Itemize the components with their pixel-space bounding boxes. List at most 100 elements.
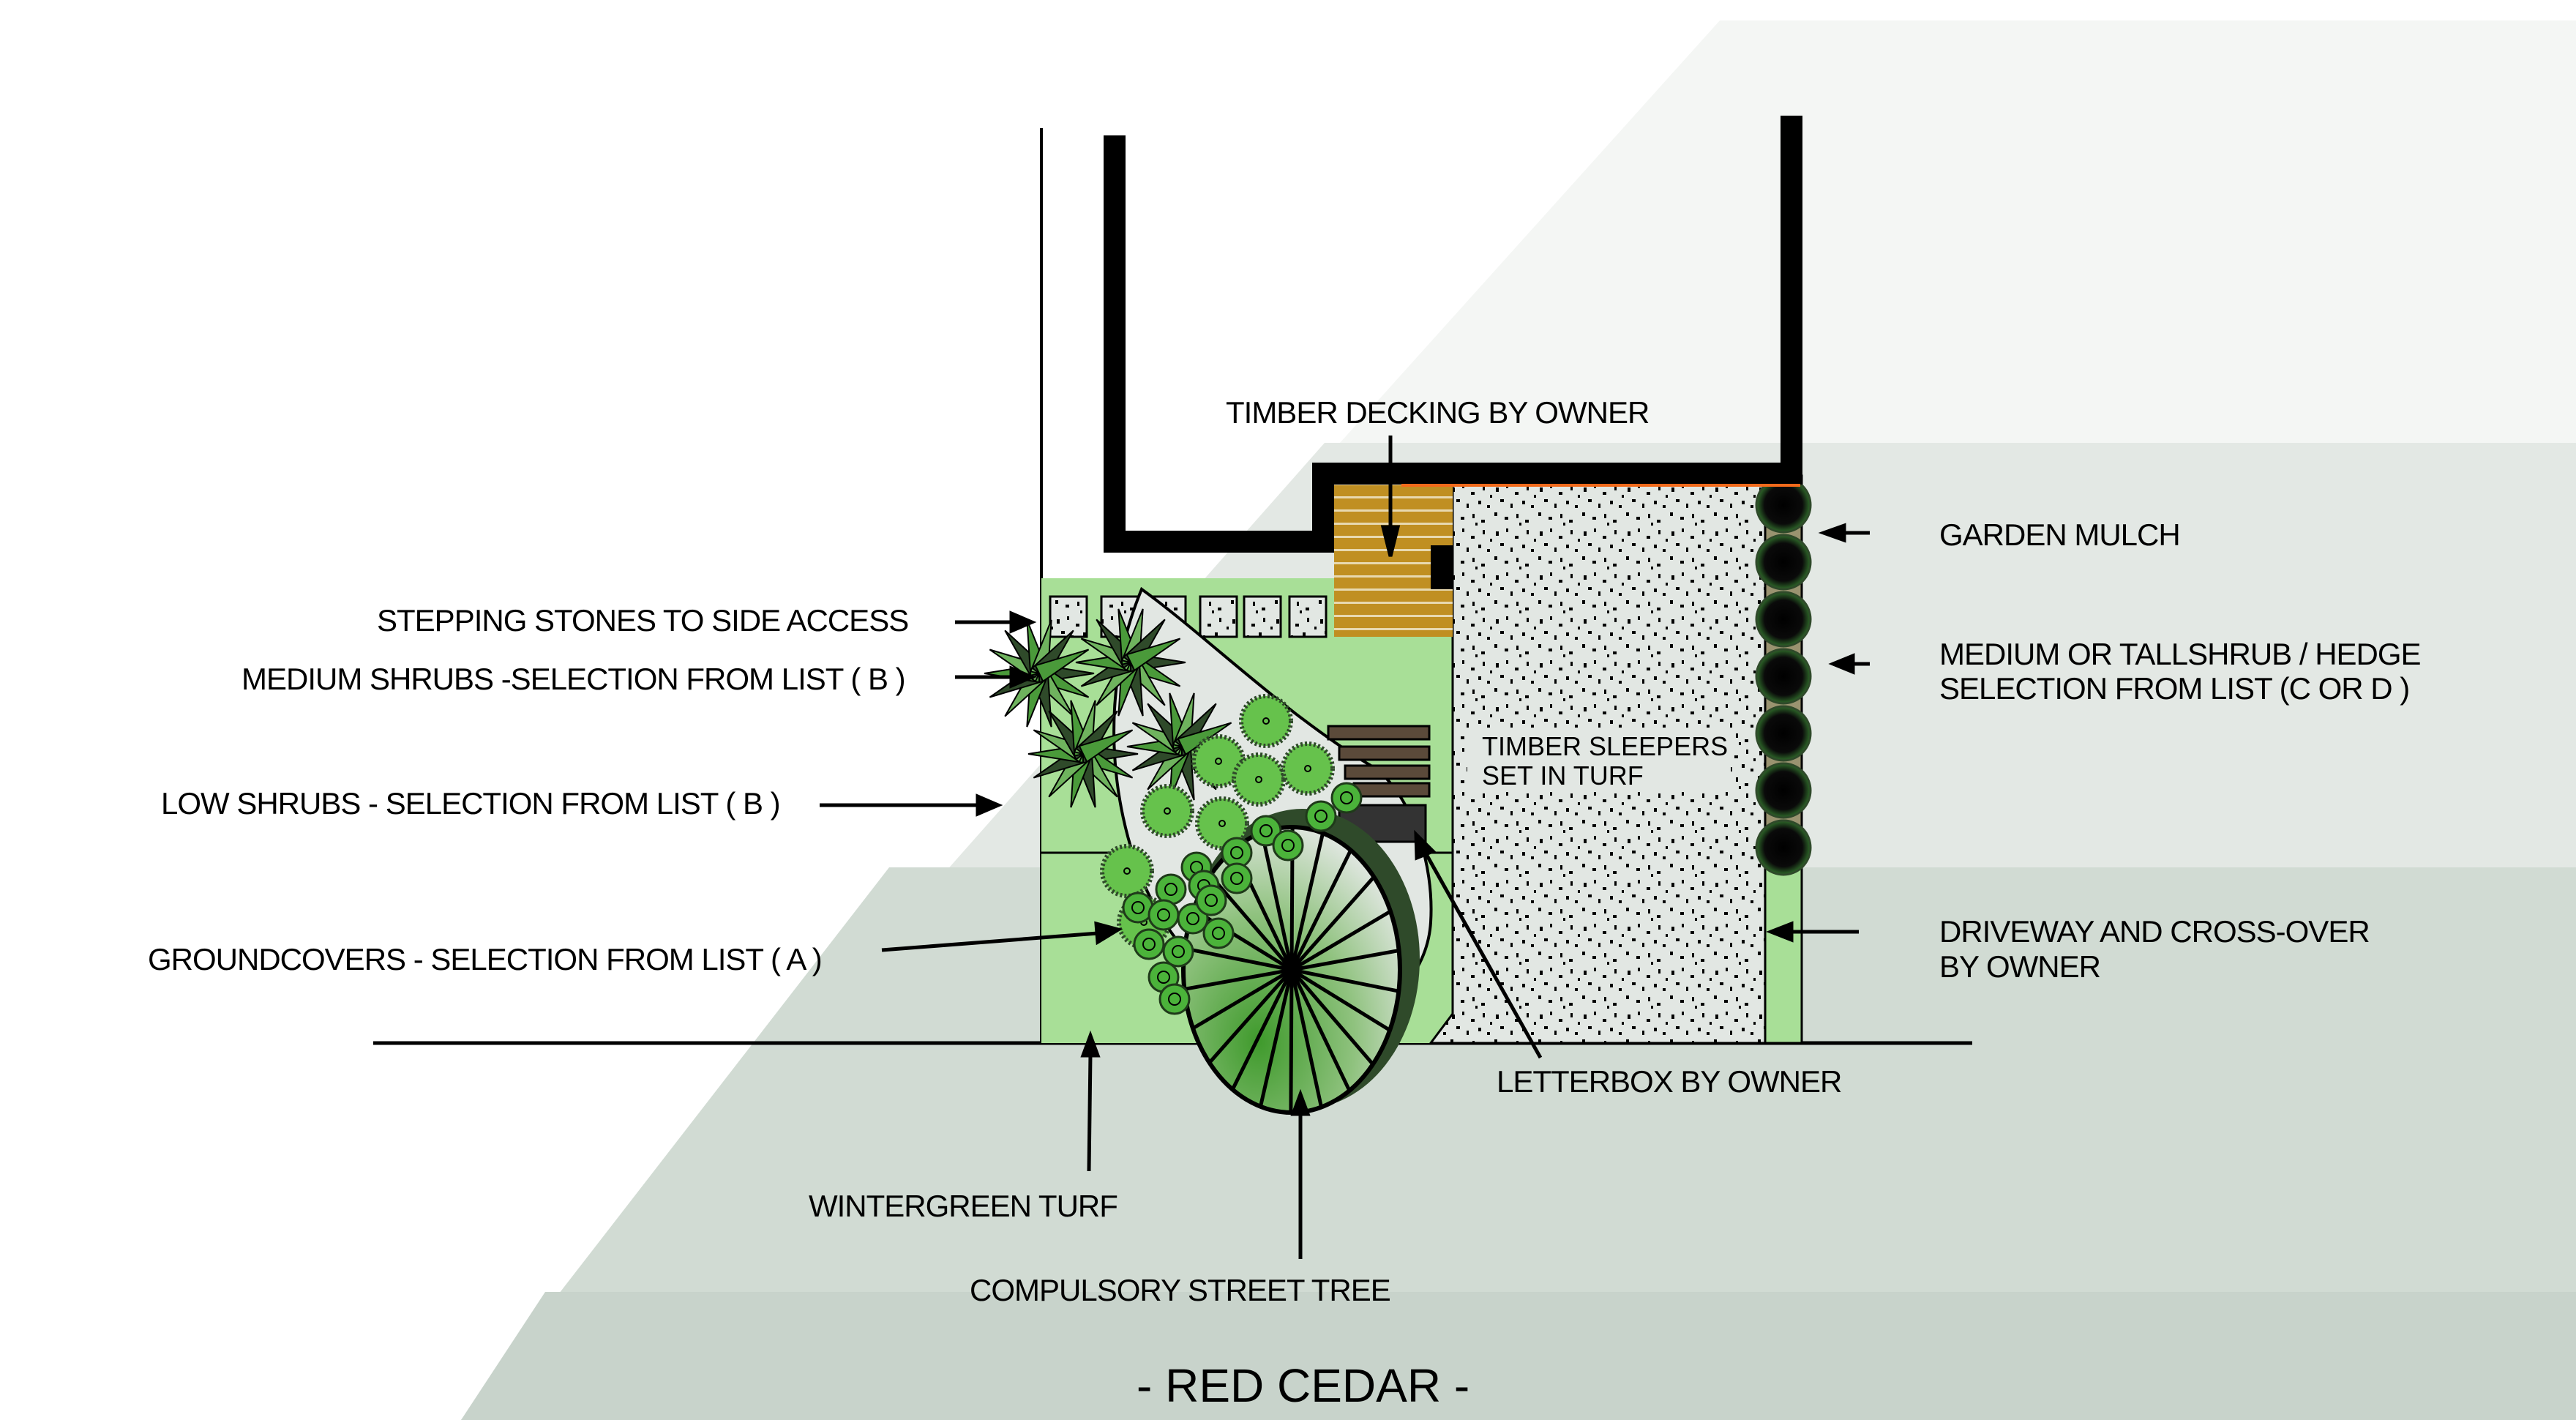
tree-branch: [1290, 968, 1374, 1065]
label-hedge-line2: SELECTION FROM LIST (C OR D ): [1939, 671, 2409, 706]
groundcover-centre: [1281, 839, 1295, 852]
leader-groundcovers: [881, 931, 1098, 952]
groundcover-centre: [1314, 810, 1328, 823]
tree-branch: [1259, 969, 1294, 1106]
arrowhead: [1766, 921, 1794, 943]
groundcover: [1133, 928, 1165, 960]
groundcover: [1330, 782, 1363, 814]
hedge-plant: [1755, 591, 1812, 648]
low-shrub: [1195, 796, 1249, 851]
tree-branch: [1289, 969, 1294, 1112]
groundcover-canopy: [1158, 983, 1191, 1015]
tree-branch: [1291, 949, 1399, 972]
label-timber-sleepers-line1: TIMBER SLEEPERS: [1482, 731, 1728, 761]
stepping-stone: [1049, 595, 1088, 638]
hedge-plant: [1755, 534, 1812, 591]
tree-branch: [1290, 910, 1390, 972]
label-letterbox: LETTERBOX BY OWNER: [1497, 1064, 1841, 1099]
groundcover: [1305, 800, 1337, 832]
label-hedge-line1: MEDIUM OR TALLSHRUB / HEDGE: [1939, 637, 2421, 671]
groundcover-centre: [1186, 912, 1199, 925]
timber-sleeper: [1352, 782, 1431, 798]
groundcover-centre: [1157, 971, 1170, 984]
low-shrub: [1100, 844, 1154, 898]
low-shrub-centre: [1164, 807, 1171, 815]
arrowhead: [1080, 1030, 1101, 1058]
groundcover: [1202, 917, 1235, 949]
groundcover-canopy: [1162, 935, 1194, 968]
label-timber-decking: TIMBER DECKING BY OWNER: [1226, 395, 1649, 430]
label-timber-sleepers-line2: SET IN TURF: [1482, 761, 1644, 791]
label-garden-mulch: GARDEN MULCH: [1939, 517, 2180, 552]
tree-branch: [1289, 968, 1351, 1091]
timber-sleeper: [1344, 764, 1431, 780]
hedge-plant-canopy: [1755, 819, 1812, 876]
tree-branch: [1289, 969, 1323, 1107]
low-shrub-canopy: [1239, 694, 1293, 748]
low-shrub-canopy: [1232, 752, 1286, 807]
low-shrubs: [1100, 694, 1335, 949]
groundcover-canopy: [1305, 800, 1337, 832]
groundcover-centre: [1230, 846, 1243, 859]
label-stepping-stones: STEPPING STONES TO SIDE ACCESS: [377, 603, 908, 638]
tree-branch: [1290, 877, 1374, 971]
stepping-stones: [1049, 595, 1328, 638]
label-medium-shrubs: MEDIUM SHRUBS -SELECTION FROM LIST ( B ): [242, 662, 905, 696]
groundcover-centre: [1142, 938, 1156, 951]
tree-branch: [1210, 875, 1293, 971]
medium-shrub: [1075, 608, 1186, 717]
tree-branch: [1231, 968, 1294, 1089]
low-shrub-centre: [1123, 867, 1131, 875]
hedge-plant-canopy: [1755, 705, 1812, 762]
groundcover-centre: [1230, 872, 1243, 885]
groundcover-centre: [1340, 791, 1353, 804]
low-shrub: [1232, 752, 1286, 807]
groundcover-centre: [1131, 901, 1145, 914]
shrub-leaf: [1034, 649, 1090, 683]
low-shrub-centre: [1304, 765, 1311, 772]
hedge-plant-canopy: [1755, 534, 1812, 591]
low-shrub: [1281, 741, 1335, 796]
arrowhead: [1290, 1088, 1311, 1116]
groundcover-centre: [1259, 824, 1273, 837]
tree-branch: [1186, 946, 1292, 972]
groundcover: [1195, 884, 1227, 916]
low-shrub-centre: [1255, 776, 1262, 783]
low-shrub-canopy: [1100, 844, 1154, 898]
drawing-title: - RED CEDAR -: [1137, 1359, 1469, 1412]
groundcover: [1158, 983, 1191, 1015]
groundcover-centre: [1212, 927, 1225, 940]
groundcover-canopy: [1250, 815, 1282, 847]
hedge-plant-canopy: [1755, 648, 1812, 705]
arrowhead: [1009, 665, 1037, 689]
step-block: [1431, 545, 1453, 589]
arrowhead: [1009, 610, 1037, 634]
groundcover-canopy: [1202, 917, 1235, 949]
groundcover-centre: [1168, 993, 1181, 1006]
tree-branch: [1185, 968, 1292, 991]
label-driveway-line2: BY OWNER: [1939, 949, 2100, 984]
groundcover-canopy: [1272, 829, 1304, 862]
tree-branch: [1289, 834, 1325, 971]
hedge-plant-canopy: [1755, 591, 1812, 648]
tree-branch: [1209, 968, 1293, 1063]
arrowhead: [1094, 921, 1123, 946]
groundcover-centre: [1172, 945, 1185, 958]
arrowhead: [1818, 523, 1846, 543]
low-shrub-centre: [1215, 758, 1222, 765]
groundcover-canopy: [1133, 928, 1165, 960]
groundcover-centre: [1164, 883, 1177, 896]
groundcover-centre: [1205, 894, 1218, 907]
tree-branch: [1291, 968, 1398, 993]
hedge-plant: [1755, 705, 1812, 762]
label-groundcovers: GROUNDCOVERS - SELECTION FROM LIST ( A ): [148, 942, 822, 976]
hedge-plant-canopy: [1755, 762, 1812, 819]
label-wintergreen-turf: WINTERGREEN TURF: [809, 1189, 1117, 1223]
arrowhead: [976, 793, 1003, 817]
hedge-plant: [1755, 762, 1812, 819]
groundcovers: [1122, 782, 1363, 1015]
low-shrub: [1140, 784, 1194, 838]
groundcover: [1147, 899, 1180, 931]
groundcover-centre: [1157, 908, 1170, 922]
timber-sleepers: [1327, 725, 1431, 798]
